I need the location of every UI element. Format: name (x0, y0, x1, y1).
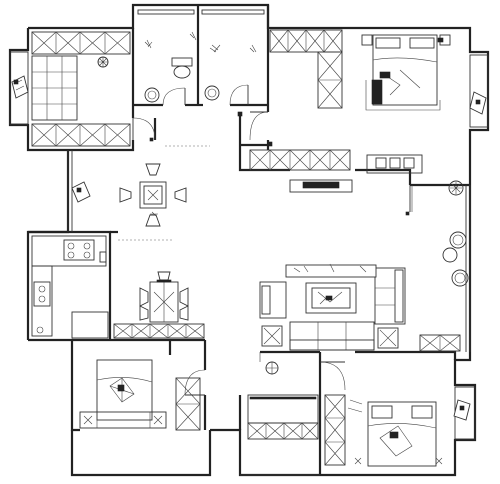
kitchen-sink-icon (33, 281, 51, 307)
coffee-table-icon (305, 282, 357, 314)
walls (8, 3, 490, 477)
plant-living-icon (265, 361, 279, 375)
sink-b-icon (204, 85, 220, 101)
round-table-icon (442, 231, 469, 287)
toilet-icon (171, 57, 193, 79)
bedroom-southeast (324, 394, 471, 467)
bed-sw-icon (96, 359, 153, 421)
hall-cabinets (249, 149, 423, 193)
armchair-icon (11, 75, 29, 99)
study-room (11, 31, 156, 147)
dining-table-icon (119, 163, 187, 227)
bathroom-b (171, 9, 265, 106)
stove-icon (63, 239, 95, 261)
bedroom-southwest (79, 359, 206, 431)
dining-table-2 (139, 271, 189, 323)
fixtures (149, 111, 410, 216)
living-room (259, 180, 469, 391)
window-bays (9, 51, 489, 476)
sofa-set-icon (259, 263, 406, 351)
master-bed-icon (361, 34, 451, 106)
kitchen (31, 235, 109, 339)
divider-cabinets (113, 323, 205, 339)
potted-plant-icon (97, 56, 109, 68)
armchair-right-icon (469, 91, 487, 115)
dining-area (71, 145, 210, 241)
hall-closet (247, 394, 319, 440)
sink-icon (144, 87, 160, 103)
passage-chair-icon (71, 181, 91, 203)
bathroom-a (137, 9, 195, 106)
bed-se-icon (367, 401, 437, 467)
plant-corner-icon (448, 180, 464, 196)
master-bedroom (249, 29, 487, 141)
armchair-se-icon (453, 399, 471, 421)
